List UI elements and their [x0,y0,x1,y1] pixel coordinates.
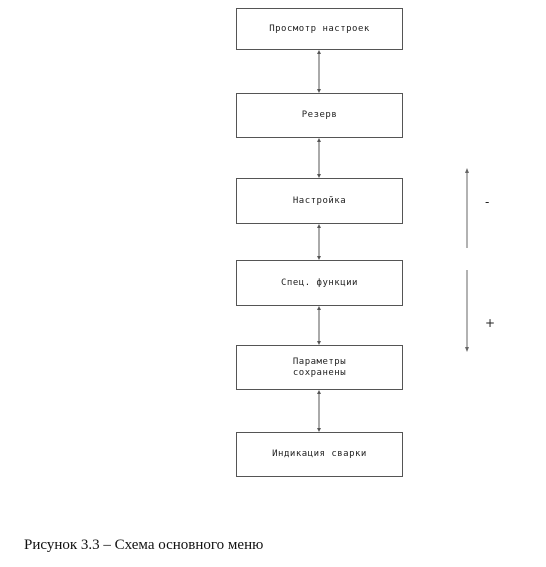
down-arrow-icon [460,270,474,352]
connector-5 [314,390,324,432]
connector-4 [314,306,324,345]
connector-1 [314,50,324,93]
node-welding-indication: Индикация сварки [236,432,403,477]
node-parameters-saved: Параметры сохранены [236,345,403,390]
node-special-functions: Спец. функции [236,260,403,306]
node-view-settings: Просмотр настроек [236,8,403,50]
node-setup: Настройка [236,178,403,224]
connector-2 [314,138,324,178]
up-arrow-icon [460,168,474,248]
figure-caption: Рисунок 3.3 – Схема основного меню [24,537,264,553]
node-reserve: Резерв [236,93,403,138]
minus-label: - [485,195,490,209]
plus-label: + [485,316,496,330]
connector-3 [314,224,324,260]
